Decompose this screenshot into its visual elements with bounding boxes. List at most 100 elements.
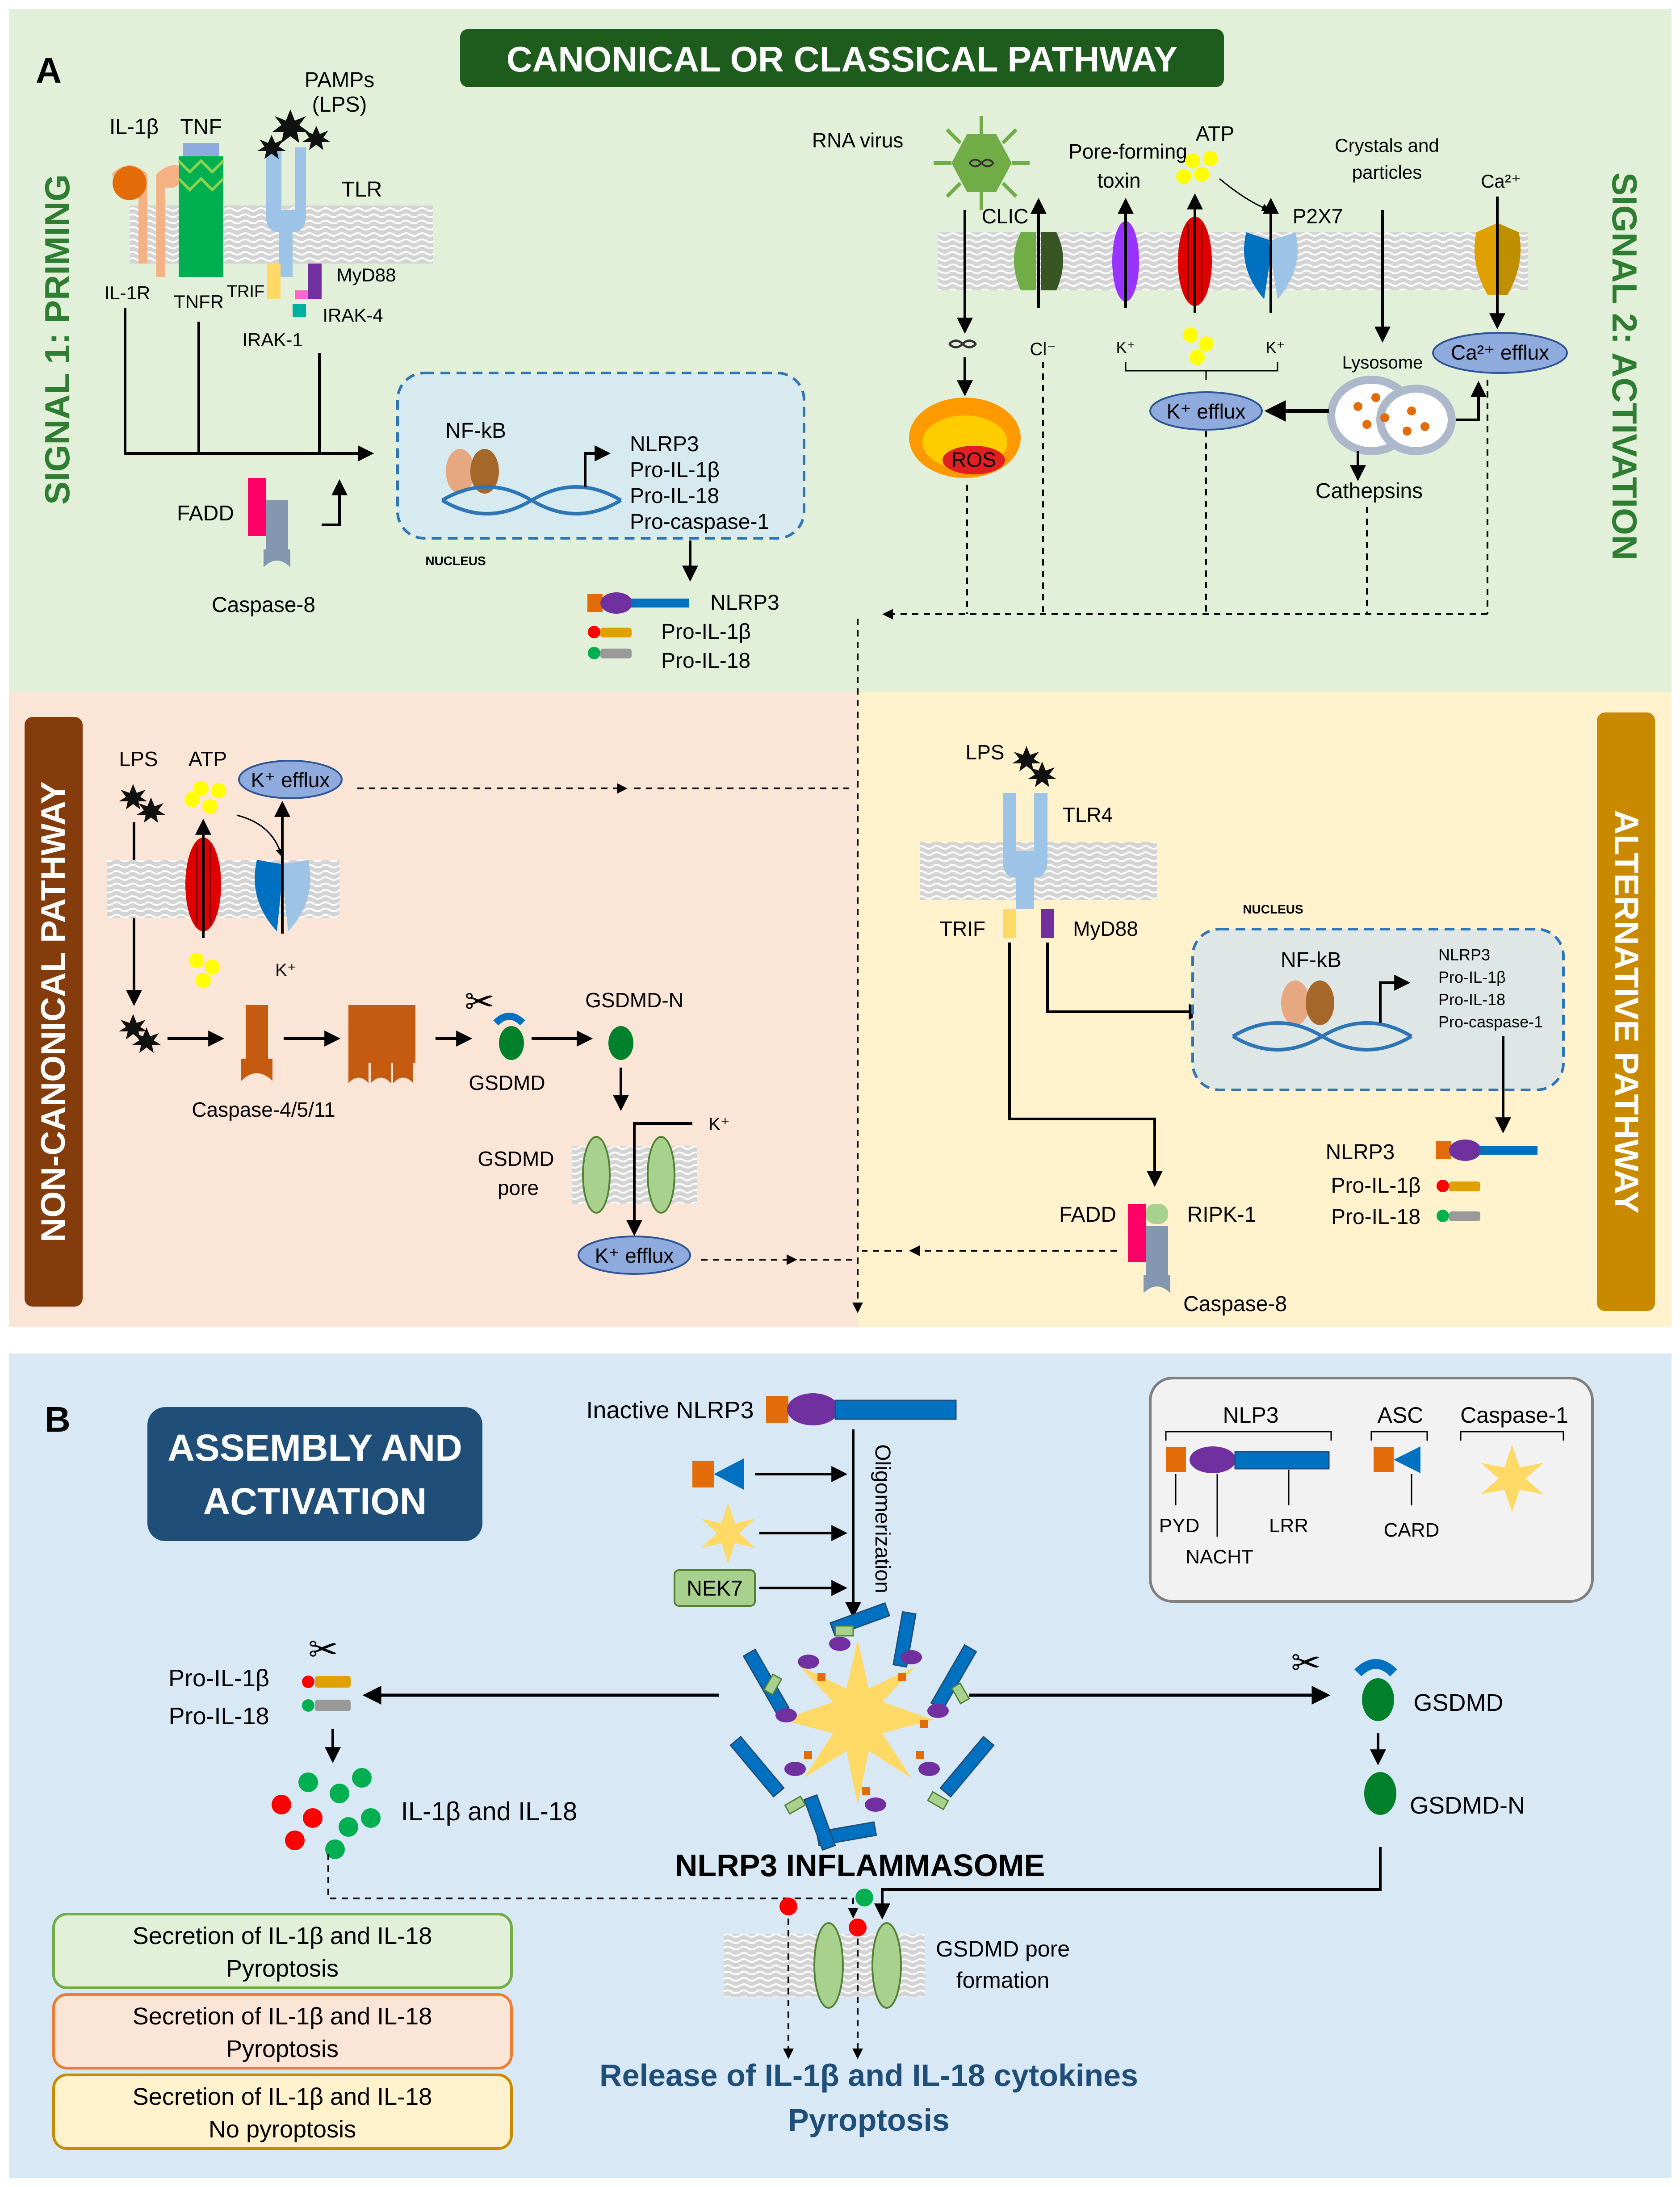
crystals-label-2: particles: [1352, 162, 1422, 183]
fadd-label: FADD: [177, 502, 234, 525]
alternative-gene-2: Pro-IL-18: [1438, 990, 1505, 1009]
trif-to-ripk1-arrow: [1008, 943, 1163, 1187]
lysosome-icon: [1327, 376, 1456, 455]
ripk1-protein: [1146, 1204, 1168, 1224]
clic-label: CLIC: [982, 205, 1029, 228]
legend-box: [1149, 1377, 1594, 1603]
canonical-title-box: [460, 29, 1224, 87]
alternative-product-nlrp3: NLRP3: [1326, 1140, 1395, 1164]
inactive-nlrp3-label: Inactive NLRP3: [586, 1397, 754, 1424]
legend-asc-bracket: [1370, 1431, 1428, 1441]
noncanonical-scissors-icon: ✂: [465, 982, 494, 1022]
legend-caspase1-title: Caspase-1: [1460, 1403, 1568, 1428]
nek7-label: NEK7: [687, 1577, 742, 1600]
alternative-transcription-arrow: [1379, 975, 1411, 1023]
assembly-title-1: ASSEMBLY AND: [168, 1427, 462, 1469]
mature-cytokines-icon: [272, 1768, 381, 1859]
ca-efflux-bubble: [1432, 332, 1568, 374]
recruitment-arrows: [755, 1429, 861, 1618]
cathepsins-label: Cathepsins: [1316, 479, 1423, 503]
caspase8-protein: [264, 500, 290, 567]
ca-efflux-label: Ca²⁺ efflux: [1451, 341, 1549, 364]
legend-lrr-label: LRR: [1269, 1515, 1308, 1537]
intracellular-lps-icon: [119, 1014, 161, 1053]
canonical-nlrp3-product-icon: [587, 592, 689, 614]
caspase-4-5-11-oligomer: [348, 1005, 415, 1083]
alternative-fadd-label: FADD: [1059, 1203, 1116, 1227]
caspase1-recruit-icon: [701, 1503, 755, 1563]
legend-pyd-label: PYD: [1159, 1515, 1199, 1537]
noncanonical-pore-k-label: K⁺: [708, 1114, 730, 1134]
panel-b-pore-right: [871, 1922, 902, 2009]
canonical-product-il18: Pro-IL-18: [661, 649, 750, 673]
alternative-nlrp3-product-icon: [1436, 1140, 1538, 1161]
noncanonical-k-efflux-label: K⁺ efflux: [251, 768, 330, 792]
rna-virus-icon: [934, 116, 1030, 210]
alternative-fadd-protein: [1128, 1204, 1146, 1262]
outcome-box-noncanonical: [52, 1993, 513, 2070]
il1b-ligand: [113, 166, 147, 200]
myd88-label: MyD88: [336, 264, 396, 285]
panel-b-gsdmd-label: GSDMD: [1414, 1689, 1504, 1716]
alternative-nfkb-p65: [1306, 980, 1334, 1025]
pamps-lps-icon: [257, 109, 331, 159]
noncanonical-lps-icon: [119, 784, 165, 823]
pore-formation-label-1: GSDMD pore: [936, 1936, 1070, 1961]
noncanonical-gsdmd-n-label: GSDMD-N: [585, 989, 683, 1012]
legend-caspase1-icon: [1481, 1445, 1543, 1512]
outcome-noncanonical-line2: Pyroptosis: [226, 2036, 339, 2062]
panel-b-pro-il18-icon: [302, 1699, 351, 1712]
pamps-label: PAMPs: [305, 68, 374, 92]
canonical-title: CANONICAL OR CLASSICAL PATHWAY: [507, 39, 1177, 79]
alternative-nfkb-label: NF-kB: [1281, 948, 1341, 972]
atp-molecules-top: [1176, 151, 1218, 184]
lps-paren-label: (LPS): [312, 93, 367, 117]
release-label-1: Release of IL-1β and IL-18 cytokines: [599, 2058, 1138, 2093]
tlr4-label: TLR4: [1063, 803, 1113, 826]
myd88-to-nucleus-arrow: [1046, 943, 1205, 1020]
lysosome-to-ca-efflux-arrow: [1456, 381, 1487, 421]
noncanonical-atp-to-channel-arrow: [236, 814, 284, 857]
nlrp3-inflammasome-icon: [729, 1602, 995, 1851]
panel-b-pro-il1b-icon: [302, 1676, 351, 1688]
canonical-background: [9, 9, 1672, 692]
legend-nlp3-title: NLP3: [1223, 1403, 1278, 1428]
assembly-title-box: [147, 1407, 482, 1541]
noncanonical-pore-left: [582, 1136, 611, 1214]
alternative-caspase8-protein: [1144, 1226, 1170, 1293]
noncanonical-pore-label-1: GSDMD: [478, 1147, 554, 1170]
clic-channel: [1014, 232, 1063, 290]
noncanonical-atp-molecules: [184, 781, 226, 814]
alternative-nfkb-p50: [1281, 980, 1310, 1025]
canonical-nfkb-p65: [470, 449, 499, 494]
panel-b-scissors-left-icon: ✂: [308, 1630, 338, 1669]
release-label-2: Pyroptosis: [788, 2103, 950, 2137]
irak1-label: IRAK-1: [242, 329, 302, 350]
asc-recruit-icon: [692, 1458, 744, 1490]
canonical-k-efflux-bubble: [1149, 391, 1263, 431]
tlr-receptor: [266, 147, 322, 317]
canonical-transcription-arrow: [584, 445, 611, 487]
p2x7-k-label: K⁺: [1265, 338, 1285, 356]
p2x7-label: P2X7: [1293, 205, 1343, 228]
noncanonical-pore-label-2: pore: [498, 1176, 539, 1199]
alternative-caspase8-label: Caspase-8: [1183, 1292, 1287, 1316]
canonical-gene-3: Pro-caspase-1: [630, 510, 769, 534]
canonical-pro-il18-icon: [588, 647, 632, 659]
ca-label: Ca²⁺: [1481, 171, 1521, 192]
pore-formation-label-2: formation: [956, 1968, 1049, 1993]
noncanonical-k-label: K⁺: [275, 960, 297, 980]
panel-b-gsdmd-n-icon: [1364, 1772, 1396, 1815]
legend-caspase1-bracket: [1460, 1431, 1564, 1441]
canonical-gene-1: Pro-IL-1β: [630, 458, 720, 482]
panel-b-pro-il18-label: Pro-IL-18: [168, 1703, 269, 1730]
noncanonical-label-box: [25, 717, 83, 1307]
nlrp3-inflammasome-label: NLRP3 INFLAMMASOME: [675, 1848, 1045, 1883]
gsdmd-n-to-pore-path: [874, 1847, 1382, 1920]
activation-dashed-lines: [852, 362, 1488, 1313]
outcome-canonical-line1: Secretion of IL-1β and IL-18: [133, 1923, 432, 1949]
il1r-receptor: [112, 165, 192, 277]
alternative-pro-il18-icon: [1437, 1210, 1480, 1222]
canonical-nfkb-label: NF-kB: [445, 419, 506, 443]
priming-arrows: [124, 308, 374, 526]
